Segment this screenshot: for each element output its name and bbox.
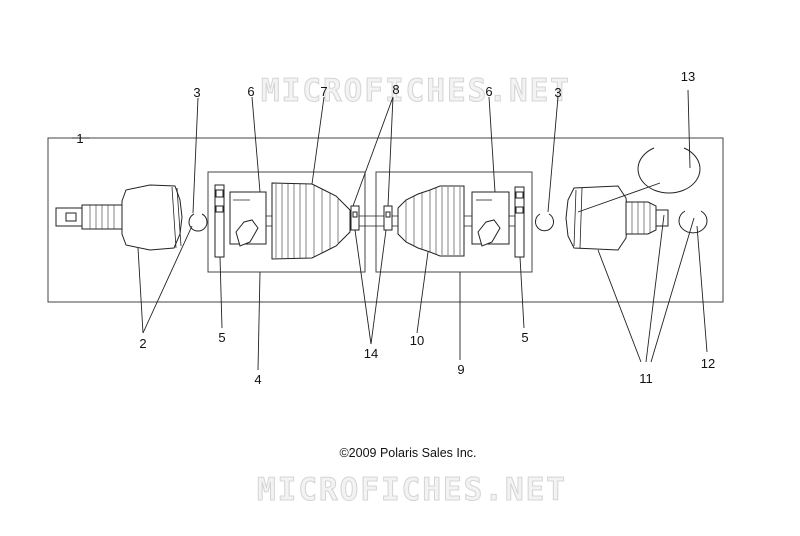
- callout-1: 1: [76, 131, 83, 146]
- callout-8: 8: [392, 82, 399, 97]
- callout-7: 7: [320, 84, 327, 99]
- callout-11: 11: [639, 371, 653, 386]
- grease-packet-right: [471, 191, 510, 247]
- watermark-top: MICROFICHES.NET: [261, 73, 571, 109]
- cv-boot-right: [397, 185, 465, 257]
- leader-lines: [72, 89, 708, 371]
- callout-6-right: 6: [485, 84, 492, 99]
- copyright-text: ©2009 Polaris Sales Inc.: [339, 446, 476, 460]
- callout-12: 12: [701, 356, 715, 371]
- callout-9: 9: [457, 362, 464, 377]
- callout-10: 10: [410, 333, 424, 348]
- cv-boot-left: [271, 182, 351, 260]
- circlip-left: [188, 213, 208, 232]
- callout-14: 14: [364, 346, 378, 361]
- callout-4: 4: [254, 372, 261, 387]
- assembly-frame: [47, 137, 724, 303]
- callout-3-right: 3: [554, 85, 561, 100]
- clamp-left: [214, 184, 225, 258]
- boot-kit-box-left: [207, 171, 366, 273]
- callout-2: 2: [139, 336, 146, 351]
- inner-cv-joint: [55, 184, 183, 251]
- clamp-right: [514, 186, 525, 258]
- callout-5-right: 5: [521, 330, 528, 345]
- boot-kit-box-right: [375, 171, 533, 273]
- watermark-bottom: MICROFICHES.NET: [257, 472, 567, 508]
- outer-cv-joint: [565, 185, 669, 251]
- callout-13: 13: [681, 69, 695, 84]
- grease-packet-left: [229, 191, 267, 247]
- callout-6-left: 6: [247, 84, 254, 99]
- callout-3-left: 3: [193, 85, 200, 100]
- callout-5-left: 5: [218, 330, 225, 345]
- snap-ring-large: [637, 147, 701, 194]
- circlip-right: [535, 213, 554, 232]
